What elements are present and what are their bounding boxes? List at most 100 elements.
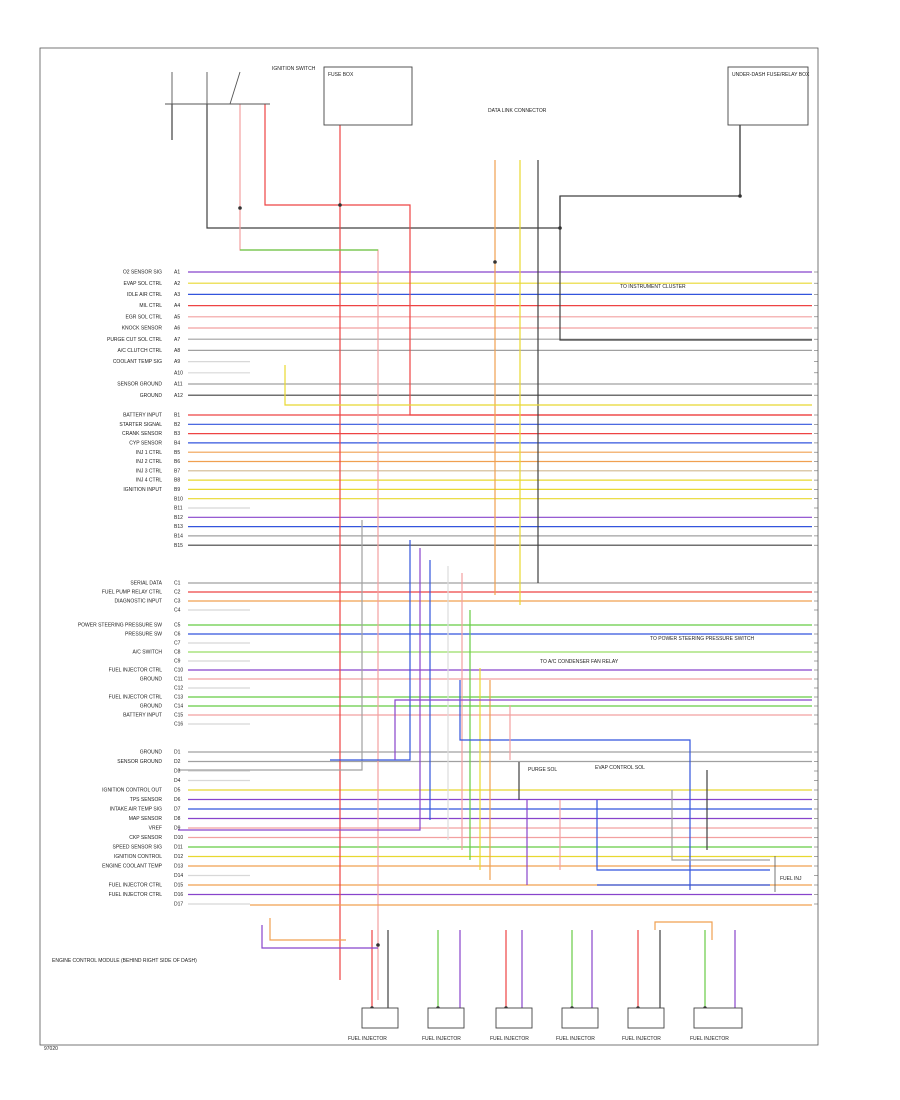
pin-code: A3 (174, 292, 180, 298)
pin-code: C4 (174, 608, 181, 614)
splice-5 (558, 226, 562, 230)
injector-2-label: FUEL INJECTOR (422, 1036, 461, 1042)
pin-code: C11 (174, 677, 183, 683)
diagram-id: 97020 (44, 1046, 58, 1052)
injector-1: FUEL INJECTOR (348, 1007, 399, 1042)
pin-code: D15 (174, 883, 183, 889)
pin-code: D1 (174, 750, 181, 756)
pin-label: INJ 2 CTRL (136, 459, 162, 465)
pin-label: A/C CLUTCH CTRL (118, 348, 163, 354)
pin-label: A/C SWITCH (133, 650, 163, 656)
pin-label: CYP SENSOR (129, 441, 162, 447)
ignition-switch: IGNITION SWITCH (165, 66, 316, 105)
splice-2 (338, 203, 342, 207)
pin-code: B12 (174, 515, 183, 521)
pin-label: PRESSURE SW (125, 632, 162, 638)
pin-code: B4 (174, 441, 180, 447)
pin-code: C12 (174, 686, 183, 692)
fuse-box: FUSE BOX (323, 66, 413, 126)
pin-code: C15 (174, 713, 183, 719)
pin-code: B9 (174, 487, 180, 493)
injector-4: FUEL INJECTOR (556, 1007, 599, 1042)
pin-code: C1 (174, 581, 181, 587)
riser-blue (330, 540, 411, 761)
under-dash-box-label: UNDER-DASH FUSE/RELAY BOX (732, 72, 810, 78)
pin-code: B13 (174, 524, 183, 530)
pin-code: C3 (174, 599, 181, 605)
pin-code: A4 (174, 303, 180, 309)
inj-bridge (654, 921, 713, 940)
pin-label: FUEL INJECTOR CTRL (109, 892, 163, 898)
injector-5: FUEL INJECTOR (622, 1007, 665, 1042)
pin-label: VREF (149, 826, 162, 832)
pin-label: GROUND (140, 750, 163, 756)
pin-label: PURGE CUT SOL CTRL (107, 337, 162, 343)
pin-code: C6 (174, 632, 181, 638)
sensor-riser-1 (284, 365, 812, 406)
pin-code: C9 (174, 659, 181, 665)
pin-code: D9 (174, 826, 181, 832)
pin-code: D10 (174, 835, 183, 841)
injector-5-label: FUEL INJECTOR (622, 1036, 661, 1042)
inj-ctrl-2 (269, 918, 346, 941)
fuse-box-outline (323, 66, 413, 126)
pin-label: SENSOR GROUND (117, 382, 162, 388)
pin-label: SERIAL DATA (130, 581, 162, 587)
pin-label: GROUND (140, 677, 163, 683)
pin-label: IDLE AIR CTRL (127, 292, 162, 298)
riser-violet-2 (394, 699, 812, 760)
fuel-inj-label: FUEL INJ (780, 876, 802, 882)
injector-6-label: FUEL INJECTOR (690, 1036, 729, 1042)
sensor-gray (671, 790, 770, 861)
pin-code: D8 (174, 816, 181, 822)
pin-code: A12 (174, 393, 183, 399)
splice-3 (493, 260, 497, 264)
splice-6 (376, 943, 380, 947)
pin-code: C2 (174, 590, 181, 596)
pin-code: A9 (174, 359, 180, 365)
splice-1 (238, 206, 242, 210)
ignition-switch-label: IGNITION SWITCH (272, 66, 316, 72)
pin-code: D4 (174, 778, 181, 784)
pin-label: INJ 4 CTRL (136, 478, 162, 484)
pin-code: B8 (174, 478, 180, 484)
pin-code: D2 (174, 759, 181, 765)
pin-label: INJ 3 CTRL (136, 468, 162, 474)
pin-code: D6 (174, 797, 181, 803)
pin-label: INJ 1 CTRL (136, 450, 162, 456)
pin-code: D7 (174, 807, 181, 813)
evap-control-sol-label: EVAP CONTROL SOL (595, 765, 645, 771)
pin-code: B2 (174, 422, 180, 428)
pin-code: B15 (174, 543, 183, 549)
pin-code: C16 (174, 722, 183, 728)
pin-label: POWER STEERING PRESSURE SW (78, 623, 162, 629)
pin-code: B3 (174, 431, 180, 437)
pin-label: FUEL INJECTOR CTRL (109, 883, 163, 889)
battery-feed (264, 104, 812, 416)
pin-label: ENGINE COOLANT TEMP (102, 864, 162, 870)
injector-6: FUEL INJECTOR (690, 1007, 743, 1042)
injector-3-label: FUEL INJECTOR (490, 1036, 529, 1042)
pin-code: D11 (174, 845, 183, 851)
pin-label: CRANK SENSOR (122, 431, 162, 437)
ground-bus (206, 104, 741, 229)
instrument-cluster-note: TO INSTRUMENT CLUSTER (620, 284, 686, 290)
purge-sol-label: PURGE SOL (528, 767, 557, 773)
pin-label: IGNITION INPUT (123, 487, 162, 493)
fuse-box-label: FUSE BOX (328, 72, 354, 78)
pin-label: COOLANT TEMP SIG (113, 359, 162, 365)
pin-code: D17 (174, 902, 183, 908)
evap-sol-wire (596, 800, 770, 871)
pin-label: BATTERY INPUT (123, 413, 162, 419)
wires-layer (171, 104, 812, 1010)
pin-code: B1 (174, 413, 180, 419)
pin-label: MAP SENSOR (129, 816, 163, 822)
pin-label: EGR SOL CTRL (126, 314, 163, 320)
pin-code: A11 (174, 382, 183, 388)
pin-code: C14 (174, 704, 183, 710)
pin-label: GROUND (140, 704, 163, 710)
pin-label: FUEL INJECTOR CTRL (109, 668, 163, 674)
pin-code: B14 (174, 534, 183, 540)
pin-code: A1 (174, 270, 180, 276)
